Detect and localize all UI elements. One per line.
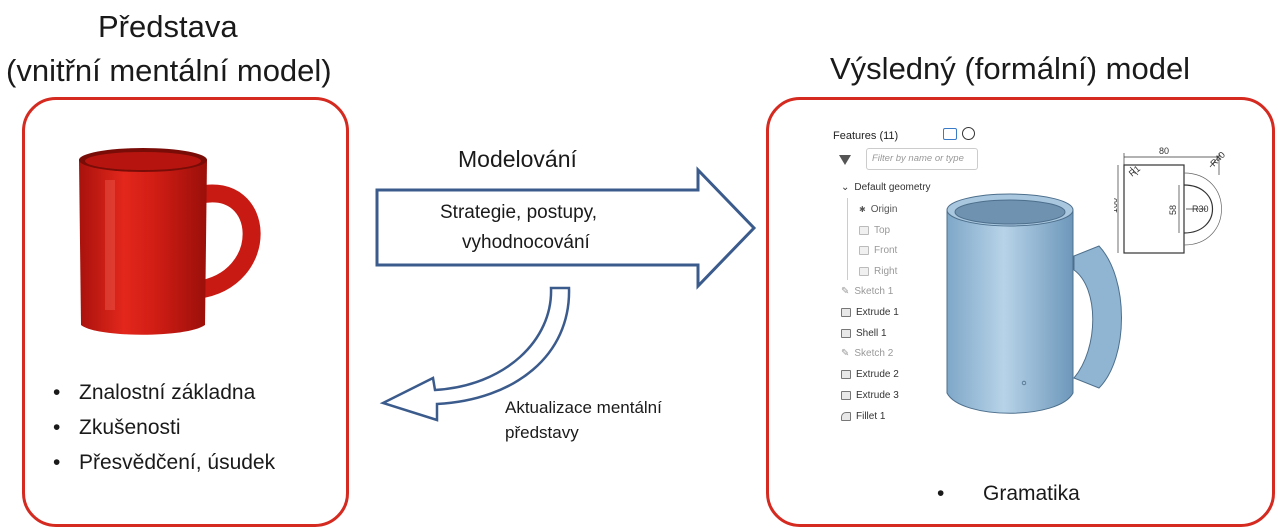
mental-model-box: •Znalostní základna •Zkušenosti •Přesvěd… — [22, 97, 349, 527]
dim-inner: 58 — [1168, 205, 1178, 215]
features-title: Features (11) — [833, 130, 899, 142]
left-title-line2: (vnitřní mentální model) — [6, 53, 332, 88]
bullet-item: •Přesvědčení, úsudek — [53, 451, 276, 474]
tree-item-feature[interactable]: Fillet 1 — [841, 411, 885, 422]
feedback-label: Aktualizace mentální představy — [505, 395, 662, 445]
chevron-down-icon: ⌄ — [841, 182, 850, 193]
origin-icon: ✱ — [859, 205, 866, 214]
extrude-icon — [841, 391, 851, 400]
add-folder-icon[interactable] — [943, 128, 957, 140]
plane-icon — [859, 267, 869, 276]
modeling-label: Modelování — [458, 146, 577, 172]
tree-item-feature[interactable]: Extrude 2 — [841, 369, 899, 380]
modeling-arrow — [375, 166, 757, 290]
plane-icon — [859, 226, 869, 235]
filter-icon — [839, 155, 851, 165]
arrow-line2: vyhodnocování — [462, 232, 590, 253]
sketch-icon: ✎ — [841, 286, 850, 297]
filter-input[interactable]: Filter by name or type — [866, 148, 978, 170]
red-mug-image — [79, 148, 261, 335]
timer-icon[interactable] — [962, 127, 975, 140]
shell-icon — [841, 329, 851, 338]
tree-item-right[interactable]: Right — [859, 266, 897, 277]
fillet-icon — [841, 412, 851, 421]
dimension-sketch: 80 100 58 R1 R40 R30 — [1114, 146, 1227, 254]
tree-item-feature[interactable]: ✎Sketch 1 — [841, 286, 894, 297]
mental-model-bullets: •Znalostní základna •Zkušenosti •Přesvěd… — [53, 375, 275, 480]
tree-item-feature[interactable]: Extrude 3 — [841, 390, 899, 401]
extrude-icon — [841, 308, 851, 317]
feedback-line1: Aktualizace mentální — [505, 398, 662, 417]
bullet-item: •Znalostní základna — [53, 381, 256, 404]
tree-item-feature[interactable]: Shell 1 — [841, 328, 887, 339]
tree-item-feature[interactable]: ✎Sketch 2 — [841, 348, 894, 359]
feedback-line2: představy — [505, 423, 579, 442]
feature-tree: Features (11) Filter by name or type ⌄De… — [769, 100, 978, 460]
plane-icon — [859, 246, 869, 255]
formal-model-bullets: •Gramatika — [937, 476, 1080, 511]
bullet-item: •Zkušenosti — [53, 416, 181, 439]
tree-line — [847, 198, 848, 280]
arrow-line1: Strategie, postupy, — [440, 202, 598, 223]
tree-item-top[interactable]: Top — [859, 225, 890, 236]
default-geometry-group[interactable]: ⌄Default geometry — [841, 182, 931, 193]
left-title-line1: Představa — [98, 9, 238, 44]
dim-r1: R1 — [1127, 163, 1142, 178]
extrude-icon — [841, 370, 851, 379]
dim-width: 80 — [1159, 146, 1169, 156]
right-title: Výsledný (formální) model — [830, 51, 1191, 86]
tree-item-feature[interactable]: Extrude 1 — [841, 307, 899, 318]
tree-item-origin[interactable]: ✱Origin — [859, 204, 898, 215]
dim-height: 100 — [1114, 198, 1119, 213]
tree-item-front[interactable]: Front — [859, 245, 897, 256]
formal-model-box: Features (11) Filter by name or type ⌄De… — [766, 97, 1275, 527]
feedback-arrow — [379, 286, 571, 422]
sketch-icon: ✎ — [841, 348, 850, 359]
bullet-item: •Gramatika — [937, 482, 1080, 505]
dim-r30: R30 — [1192, 204, 1209, 214]
cad-mug-model — [946, 193, 1122, 414]
